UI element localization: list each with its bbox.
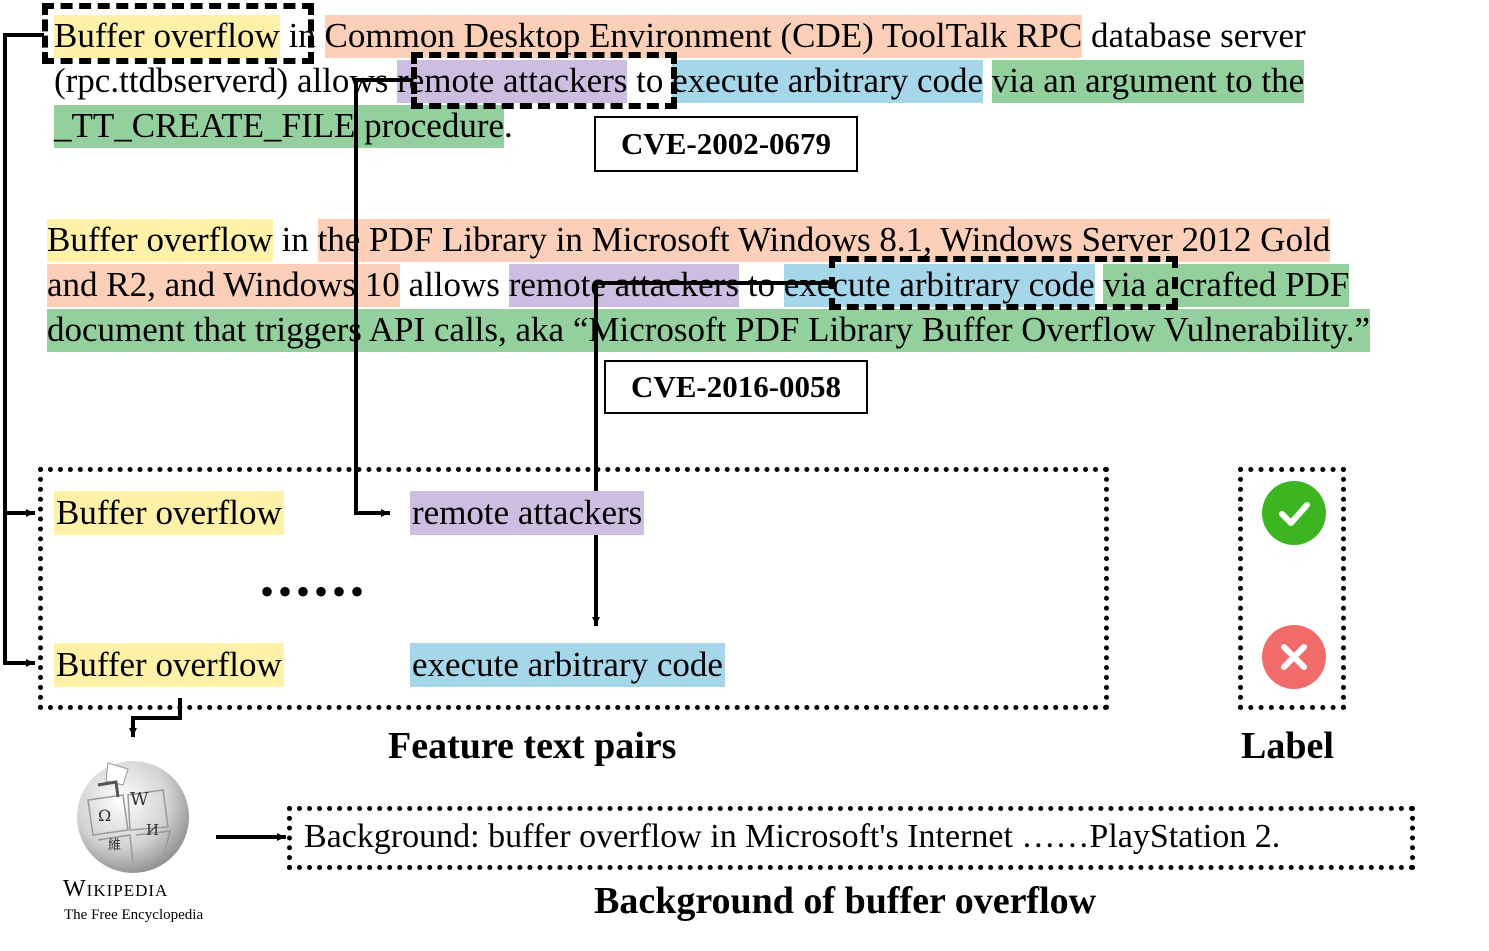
cve2-id: CVE-2016-0058	[630, 369, 842, 404]
pair2-right: execute arbitrary code	[410, 643, 725, 687]
cross-icon	[1262, 625, 1326, 689]
selection-remote-attackers	[411, 52, 677, 109]
highlight-segment: (rpc.ttdbserverd) allows	[54, 61, 398, 100]
highlight-segment: via a crafted PDF	[1103, 264, 1350, 307]
highlight-segment: via an argument to the	[991, 60, 1305, 103]
highlight-segment: allows	[399, 265, 509, 304]
highlight-segment: document that triggers API calls, aka “M…	[47, 309, 1371, 352]
svg-text:Ω: Ω	[98, 806, 111, 825]
highlight-segment: the PDF Library in Microsoft Windows 8.1…	[317, 219, 1331, 262]
arrow-remote-attackers	[354, 78, 413, 517]
pair1-right: remote attackers	[410, 491, 645, 535]
cve1-line-3: _TT_CREATE_FILE procedure.	[54, 104, 513, 148]
feature-pairs-box	[38, 467, 1109, 710]
arrow-buffer-overflow-row2	[3, 511, 35, 667]
cve2-id-box: CVE-2016-0058	[604, 360, 868, 414]
highlight-segment: Buffer overflow	[47, 219, 273, 262]
label-caption: Label	[1241, 725, 1334, 767]
pair2-left: Buffer overflow	[54, 643, 284, 687]
cve1-id: CVE-2002-0679	[620, 126, 832, 161]
pairs-ellipsis: ••••••	[260, 569, 369, 614]
highlight-segment: in	[272, 220, 318, 259]
svg-text:И: И	[146, 821, 159, 839]
wikipedia-globe-icon: W Ω И 維	[77, 761, 189, 873]
background-caption: Background of buffer overflow	[594, 880, 1097, 922]
highlight-segment: Buffer overflow	[54, 15, 280, 58]
highlight-segment: execute arbitrary code	[783, 264, 1095, 307]
highlight-segment: _TT_CREATE_FILE procedure	[54, 105, 505, 148]
cve1-id-box: CVE-2002-0679	[594, 116, 858, 172]
wikipedia-name: Wikipedia	[63, 876, 169, 902]
pair1-left: Buffer overflow	[54, 491, 284, 535]
svg-text:維: 維	[108, 838, 121, 853]
cve1-line-2: (rpc.ttdbserverd) allows remote attacker…	[54, 59, 1305, 103]
background-text: Background: buffer overflow in Microsoft…	[304, 818, 1281, 855]
wikipedia-logo: W Ω И 維 Wikipedia The Free Encyclopedia	[60, 755, 220, 930]
svg-text:W: W	[130, 789, 149, 810]
highlight-segment: .	[504, 106, 513, 145]
arrow-buffer-overflow-row1	[3, 33, 44, 517]
background-box	[287, 806, 1415, 870]
check-icon	[1262, 481, 1326, 545]
highlight-segment: and R2, and Windows 10	[47, 264, 400, 307]
selection-execute-arbitrary-code	[829, 256, 1178, 310]
highlight-segment: Common Desktop Environment (CDE) ToolTal…	[324, 15, 1083, 58]
label-box	[1238, 467, 1346, 710]
highlight-segment: to	[627, 61, 673, 100]
cve1-line-1: Buffer overflow in Common Desktop Enviro…	[54, 14, 1306, 58]
highlight-segment: database server	[1082, 16, 1306, 55]
highlight-segment: execute arbitrary code	[672, 60, 984, 103]
wikipedia-tagline: The Free Encyclopedia	[64, 907, 204, 923]
cve2-line-1: Buffer overflow in the PDF Library in Mi…	[47, 218, 1331, 262]
feature-pairs-caption: Feature text pairs	[388, 725, 677, 767]
selection-buffer-overflow	[42, 3, 314, 64]
highlight-segment: remote attackers	[397, 60, 628, 103]
cve2-line-3: document that triggers API calls, aka “M…	[47, 308, 1371, 352]
